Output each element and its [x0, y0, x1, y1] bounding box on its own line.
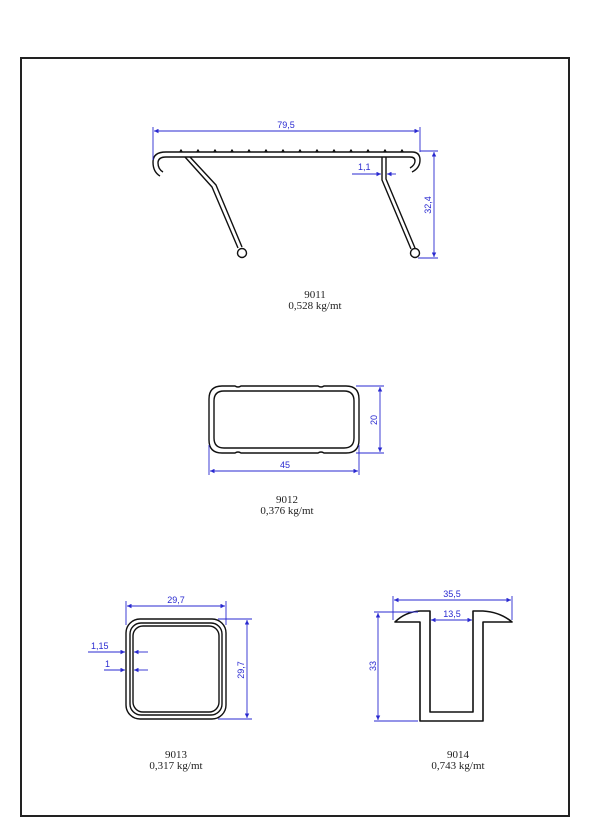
dim-9013-outer-thickness: 1,15 [91, 641, 109, 651]
dim-9013-inner-thickness: 1 [105, 659, 110, 669]
profile-weight: 0,743 kg/mt [431, 760, 485, 772]
dim-9011-thickness: 1,1 [358, 162, 371, 172]
dim-9011-width: 79,5 [277, 120, 295, 130]
profile-9011-drawing [152, 149, 421, 259]
dim-9012-width: 45 [280, 460, 290, 470]
drawing-sheet: 79,5 1,1 32,4 45 20 [20, 57, 570, 817]
profile-9013-caption: 9013 0,317 kg/mt [106, 750, 246, 772]
profile-drawings: 79,5 1,1 32,4 45 20 [88, 120, 513, 722]
profile-9013-dimensions [88, 601, 252, 720]
dim-9014-width: 35,5 [443, 589, 461, 599]
dim-9014-height: 33 [368, 661, 378, 671]
profile-weight: 0,528 kg/mt [288, 300, 342, 312]
dim-9014-slot-width: 13,5 [443, 609, 461, 619]
dim-9013-width: 29,7 [167, 595, 185, 605]
profile-weight: 0,376 kg/mt [260, 505, 314, 517]
profile-9012-drawing [208, 385, 360, 454]
dim-9012-height: 20 [369, 415, 379, 425]
profile-9013-drawing [125, 618, 227, 720]
profile-code: 9011 [304, 289, 326, 301]
profile-9014-drawing [394, 610, 513, 722]
profile-code: 9012 [276, 494, 298, 506]
dim-9013-height: 29,7 [236, 661, 246, 679]
profile-weight: 0,317 kg/mt [149, 760, 203, 772]
profile-9014-caption: 9014 0,743 kg/mt [388, 750, 528, 772]
profile-9014-dimensions [374, 596, 513, 722]
profile-9012-caption: 9012 0,376 kg/mt [217, 495, 357, 517]
profile-9011-dimensions [152, 127, 438, 259]
profile-9012-dimensions [208, 385, 384, 475]
profile-9011-caption: 9011 0,528 kg/mt [245, 290, 385, 312]
profile-code: 9013 [165, 749, 187, 761]
profile-code: 9014 [447, 749, 469, 761]
dim-9011-height: 32,4 [423, 196, 433, 214]
